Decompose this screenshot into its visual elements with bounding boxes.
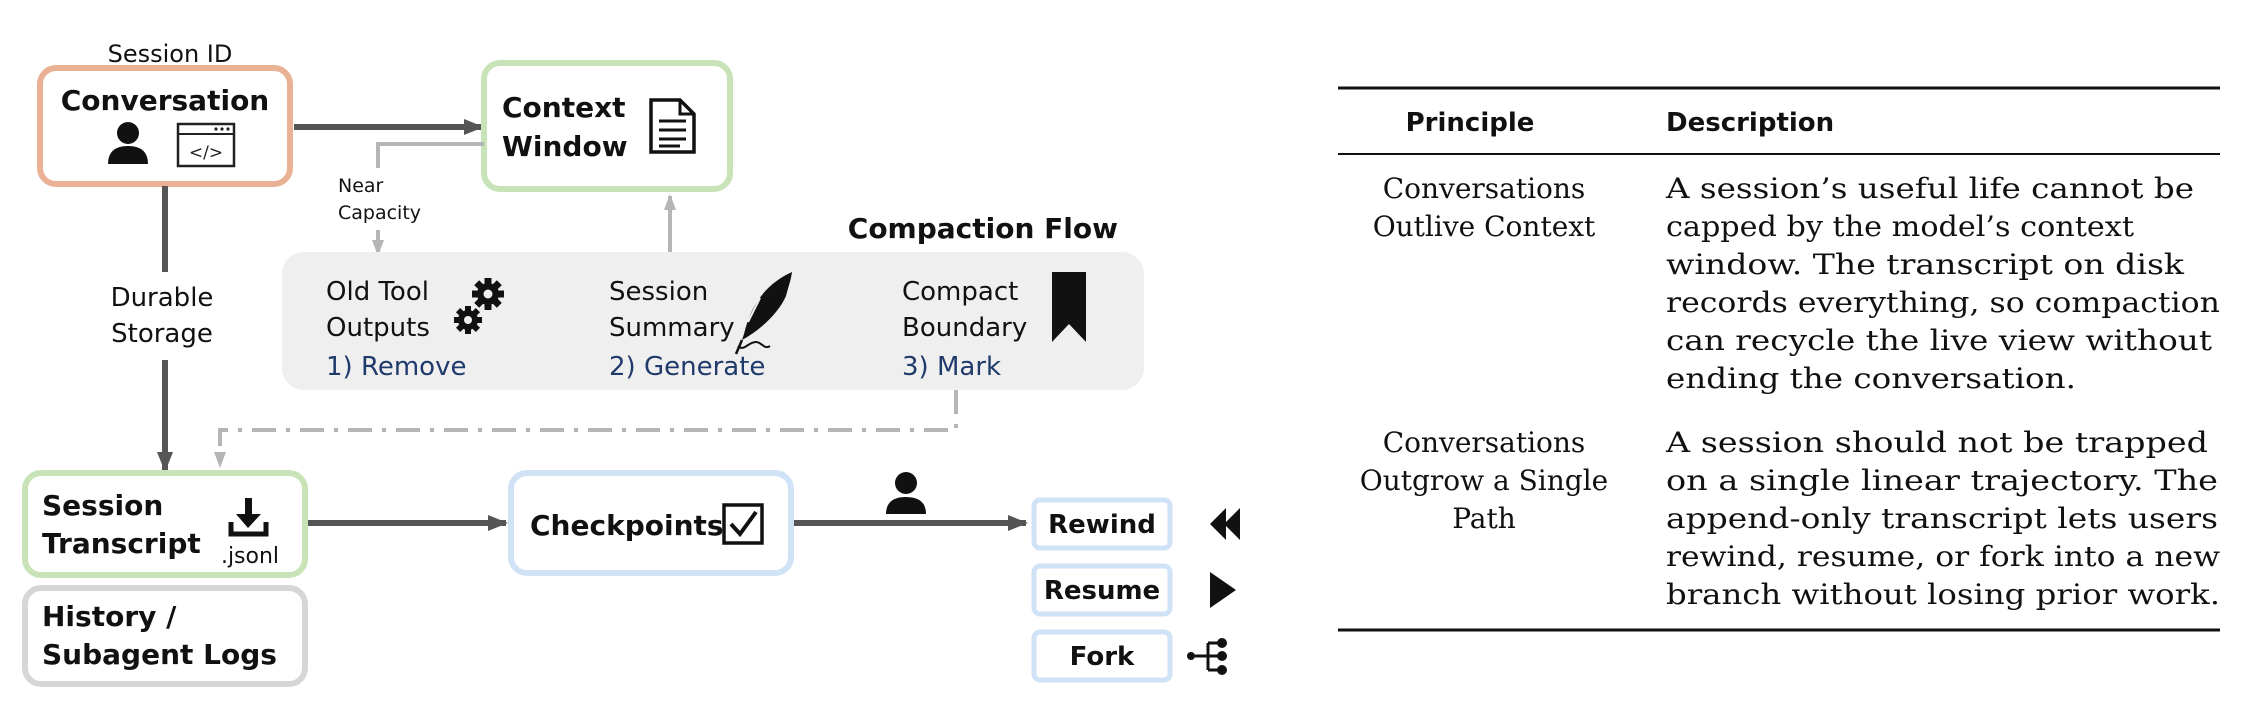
session-transcript-line2: Transcript bbox=[42, 527, 201, 560]
row2-principle-line1: Conversations bbox=[1383, 426, 1586, 459]
step-3-line1: Compact bbox=[902, 277, 1018, 307]
near-capacity-line1: Near bbox=[338, 175, 384, 197]
table-row: Conversations Outlive Context A session’… bbox=[1373, 172, 2220, 395]
context-window-line2: Window bbox=[502, 130, 628, 163]
step-3-action: 3) Mark bbox=[902, 352, 1001, 382]
checkpoints-box: Checkpoints bbox=[508, 470, 794, 576]
download-icon bbox=[228, 498, 269, 537]
history-logs-box: History / Subagent Logs bbox=[22, 585, 308, 687]
compaction-flow-title: Compaction Flow bbox=[848, 212, 1118, 245]
row2-desc-line2: on a single linear trajectory. The bbox=[1666, 464, 2218, 497]
step-1-line2: Outputs bbox=[326, 313, 430, 343]
compaction-flow-panel: Compaction Flow Old Tool Outputs 1) Remo… bbox=[282, 212, 1144, 390]
principles-table: Principle Description Conversations Outl… bbox=[1338, 86, 2220, 632]
user-icon bbox=[886, 472, 926, 514]
row1-desc-line4: records everything, so compaction bbox=[1666, 286, 2220, 319]
step-session-summary: Session Summary 2) Generate bbox=[609, 272, 792, 382]
history-logs-line1: History / bbox=[42, 600, 177, 633]
session-transcript-box: Session Transcript .jsonl bbox=[22, 470, 308, 578]
row2-principle-line3: Path bbox=[1452, 502, 1516, 535]
context-window-box: Context Window bbox=[481, 60, 733, 192]
row1-desc-line2: capped by the model’s context bbox=[1666, 210, 2135, 243]
rewind-icon bbox=[1210, 508, 1240, 540]
row2-desc-line4: rewind, resume, or fork into a new bbox=[1666, 540, 2220, 573]
session-transcript-line1: Session bbox=[42, 489, 163, 522]
step-old-tool-outputs: Old Tool Outputs 1) Remove bbox=[326, 277, 504, 382]
rewind-label: Rewind bbox=[1048, 510, 1156, 540]
table-header-principle: Principle bbox=[1406, 108, 1535, 138]
compaction-to-transcript-arrow bbox=[214, 390, 958, 468]
table-row: Conversations Outgrow a Single Path A se… bbox=[1360, 426, 2220, 611]
step-2-line2: Summary bbox=[609, 313, 735, 343]
play-icon bbox=[1210, 572, 1236, 608]
gears-icon bbox=[454, 278, 504, 334]
action-rewind: Rewind bbox=[1031, 497, 1240, 551]
step-3-line2: Boundary bbox=[902, 313, 1027, 343]
quill-icon bbox=[734, 272, 792, 355]
checkbox-icon bbox=[722, 503, 764, 545]
svg-text:</>: </> bbox=[189, 143, 223, 163]
action-resume: Resume bbox=[1031, 563, 1236, 617]
row1-principle-line2: Outlive Context bbox=[1373, 210, 1596, 243]
row2-principle-line2: Outgrow a Single bbox=[1360, 464, 1609, 497]
conversation-label: Conversation bbox=[61, 84, 269, 117]
step-1-action: 1) Remove bbox=[326, 352, 466, 382]
row2-desc-line1: A session should not be trapped bbox=[1665, 426, 2208, 459]
code-window-icon: </> bbox=[176, 122, 236, 168]
session-id-label: Session ID bbox=[108, 40, 233, 68]
jsonl-label: .jsonl bbox=[221, 544, 279, 569]
table-header-description: Description bbox=[1666, 108, 1834, 138]
document-icon bbox=[649, 98, 696, 154]
action-fork: Fork bbox=[1031, 629, 1227, 683]
fork-tree-icon bbox=[1187, 638, 1227, 675]
resume-label: Resume bbox=[1044, 576, 1160, 606]
user-icon bbox=[108, 122, 148, 164]
checkpoints-label: Checkpoints bbox=[530, 509, 724, 542]
row1-desc-line5: can recycle the live view without bbox=[1666, 324, 2213, 357]
conversation-box: Conversation </> bbox=[37, 65, 293, 187]
step-compact-boundary: Compact Boundary 3) Mark bbox=[902, 272, 1086, 382]
durable-storage-line2: Storage bbox=[111, 319, 213, 349]
history-logs-line2: Subagent Logs bbox=[42, 638, 277, 671]
row1-desc-line1: A session’s useful life cannot be bbox=[1665, 172, 2194, 205]
fork-label: Fork bbox=[1070, 642, 1135, 672]
row1-principle-line1: Conversations bbox=[1383, 172, 1586, 205]
row1-desc-line6: ending the conversation. bbox=[1666, 362, 2076, 395]
bookmark-icon bbox=[1052, 272, 1086, 342]
row1-desc-line3: window. The transcript on disk bbox=[1666, 248, 2185, 281]
near-capacity-line2: Capacity bbox=[338, 202, 421, 224]
durable-storage-line1: Durable bbox=[111, 283, 214, 313]
step-1-line1: Old Tool bbox=[326, 277, 429, 307]
row2-desc-line5: branch without losing prior work. bbox=[1666, 578, 2220, 611]
step-2-line1: Session bbox=[609, 277, 708, 307]
row2-desc-line3: append-only transcript lets users bbox=[1666, 502, 2218, 535]
step-2-action: 2) Generate bbox=[609, 352, 765, 382]
context-window-line1: Context bbox=[502, 91, 626, 124]
